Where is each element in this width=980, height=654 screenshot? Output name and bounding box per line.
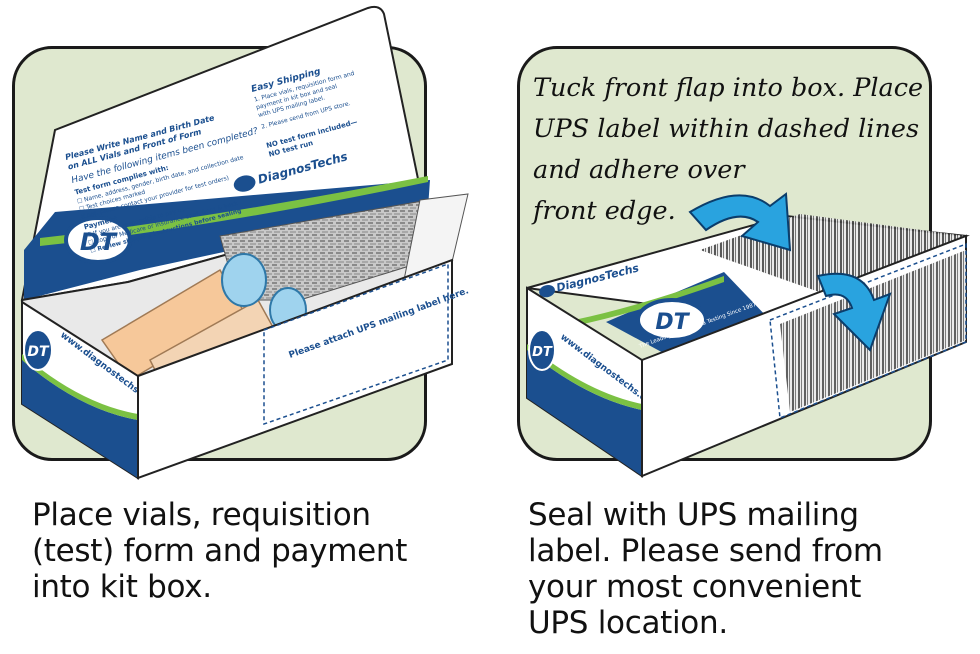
open-kit-box: DT Please Write Name and Birth Date on A…	[20, 5, 470, 480]
sealed-box-top-logo: DT	[636, 298, 708, 342]
right-caption: Seal with UPS mailing label. Please send…	[528, 497, 883, 641]
tuck-flap-arrow-icon	[688, 192, 792, 252]
sealed-box-top-swoosh	[574, 276, 724, 326]
lid-logo: DT	[64, 216, 132, 264]
box-front-green-swoosh	[22, 354, 138, 420]
left-caption: Place vials, requisition (test) form and…	[32, 497, 408, 605]
box-front-blue-band	[22, 360, 138, 478]
lid-green-swoosh	[40, 176, 428, 246]
adhere-label-arrow-icon	[816, 272, 892, 352]
right-panel-instruction: Tuck front flap into box. Place UPS labe…	[533, 73, 924, 226]
box-front-logo: DT	[23, 329, 53, 371]
box-side	[137, 258, 453, 480]
sealed-box-front-logo-text: DT	[532, 345, 553, 360]
lid-logo-text: DT	[80, 228, 118, 256]
sealed-box-front-logo: DT	[528, 329, 556, 371]
sealed-box-top-logo-text: DT	[655, 310, 690, 335]
sealed-kit-box: DT DiagnosTechs The Leading Lab in Saliv…	[526, 214, 970, 478]
sealed-label-dashed-area	[769, 242, 967, 420]
sealed-box-front-band	[527, 350, 642, 476]
vial-cap	[221, 253, 267, 307]
sealed-box-front-swoosh	[527, 344, 642, 410]
box-front-logo-text: DT	[27, 344, 50, 360]
